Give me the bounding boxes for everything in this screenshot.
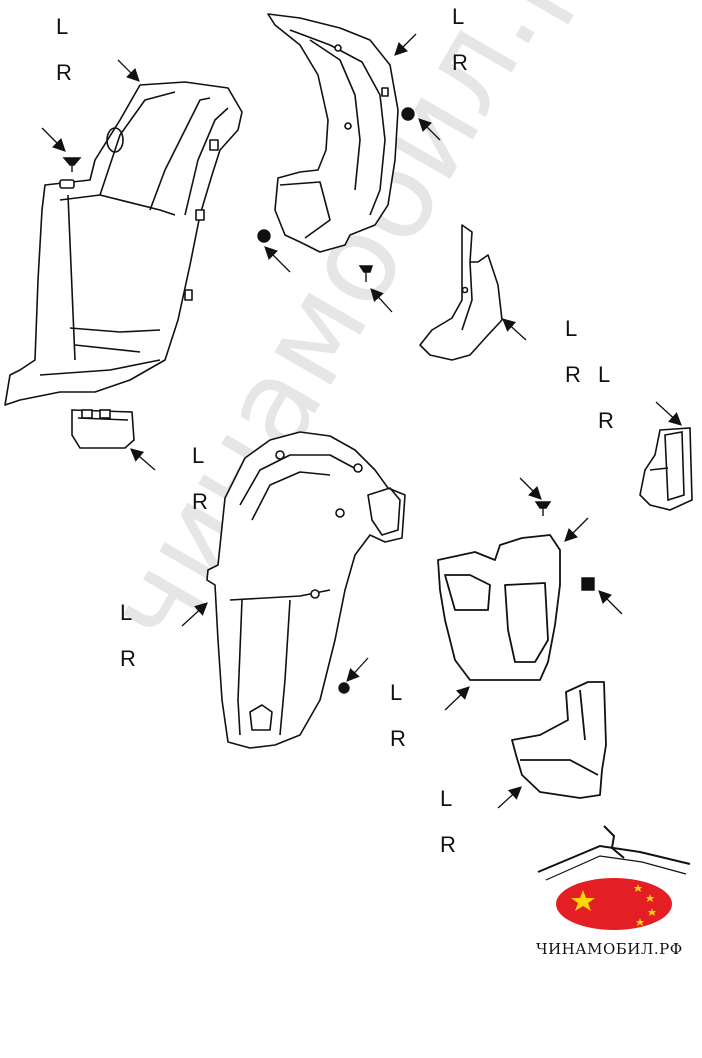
label-left: L <box>390 680 403 705</box>
label-left: L <box>120 600 133 625</box>
clip-2 <box>257 107 415 282</box>
mud-flap-front <box>419 224 503 361</box>
clip-3 <box>338 682 350 694</box>
label-right: R <box>390 726 406 751</box>
label-right: R <box>440 832 456 857</box>
parts-diagram: чинамобил.рф <box>4 0 693 958</box>
label-right: R <box>452 50 468 75</box>
label-left: L <box>192 443 205 468</box>
rear-fender-liner <box>267 13 399 253</box>
brand-logo <box>537 825 691 930</box>
front-fender-liner <box>4 81 243 406</box>
label-right: R <box>120 646 136 671</box>
star-icon <box>571 890 595 911</box>
inner-fender-liner <box>206 431 406 749</box>
label-left: L <box>452 4 465 29</box>
mud-flap-rear <box>437 534 561 681</box>
side-bracket <box>639 427 693 511</box>
mud-flap-small <box>511 681 607 799</box>
label-left: L <box>598 362 611 387</box>
diagram-svg <box>4 13 693 930</box>
label-right: R <box>192 489 208 514</box>
label-left: L <box>565 316 578 341</box>
liner-bracket <box>71 409 135 449</box>
label-right: R <box>56 60 72 85</box>
label-left: L <box>56 14 69 39</box>
leader-arrows <box>41 33 682 809</box>
label-left: L <box>440 786 453 811</box>
clip-4 <box>534 501 595 591</box>
clip-1 <box>62 157 82 172</box>
label-right: R <box>565 362 581 387</box>
brand-name: ЧИНАМОБИЛ.РФ <box>536 940 683 958</box>
label-right: R <box>598 408 614 433</box>
flag-ellipse <box>556 878 672 930</box>
